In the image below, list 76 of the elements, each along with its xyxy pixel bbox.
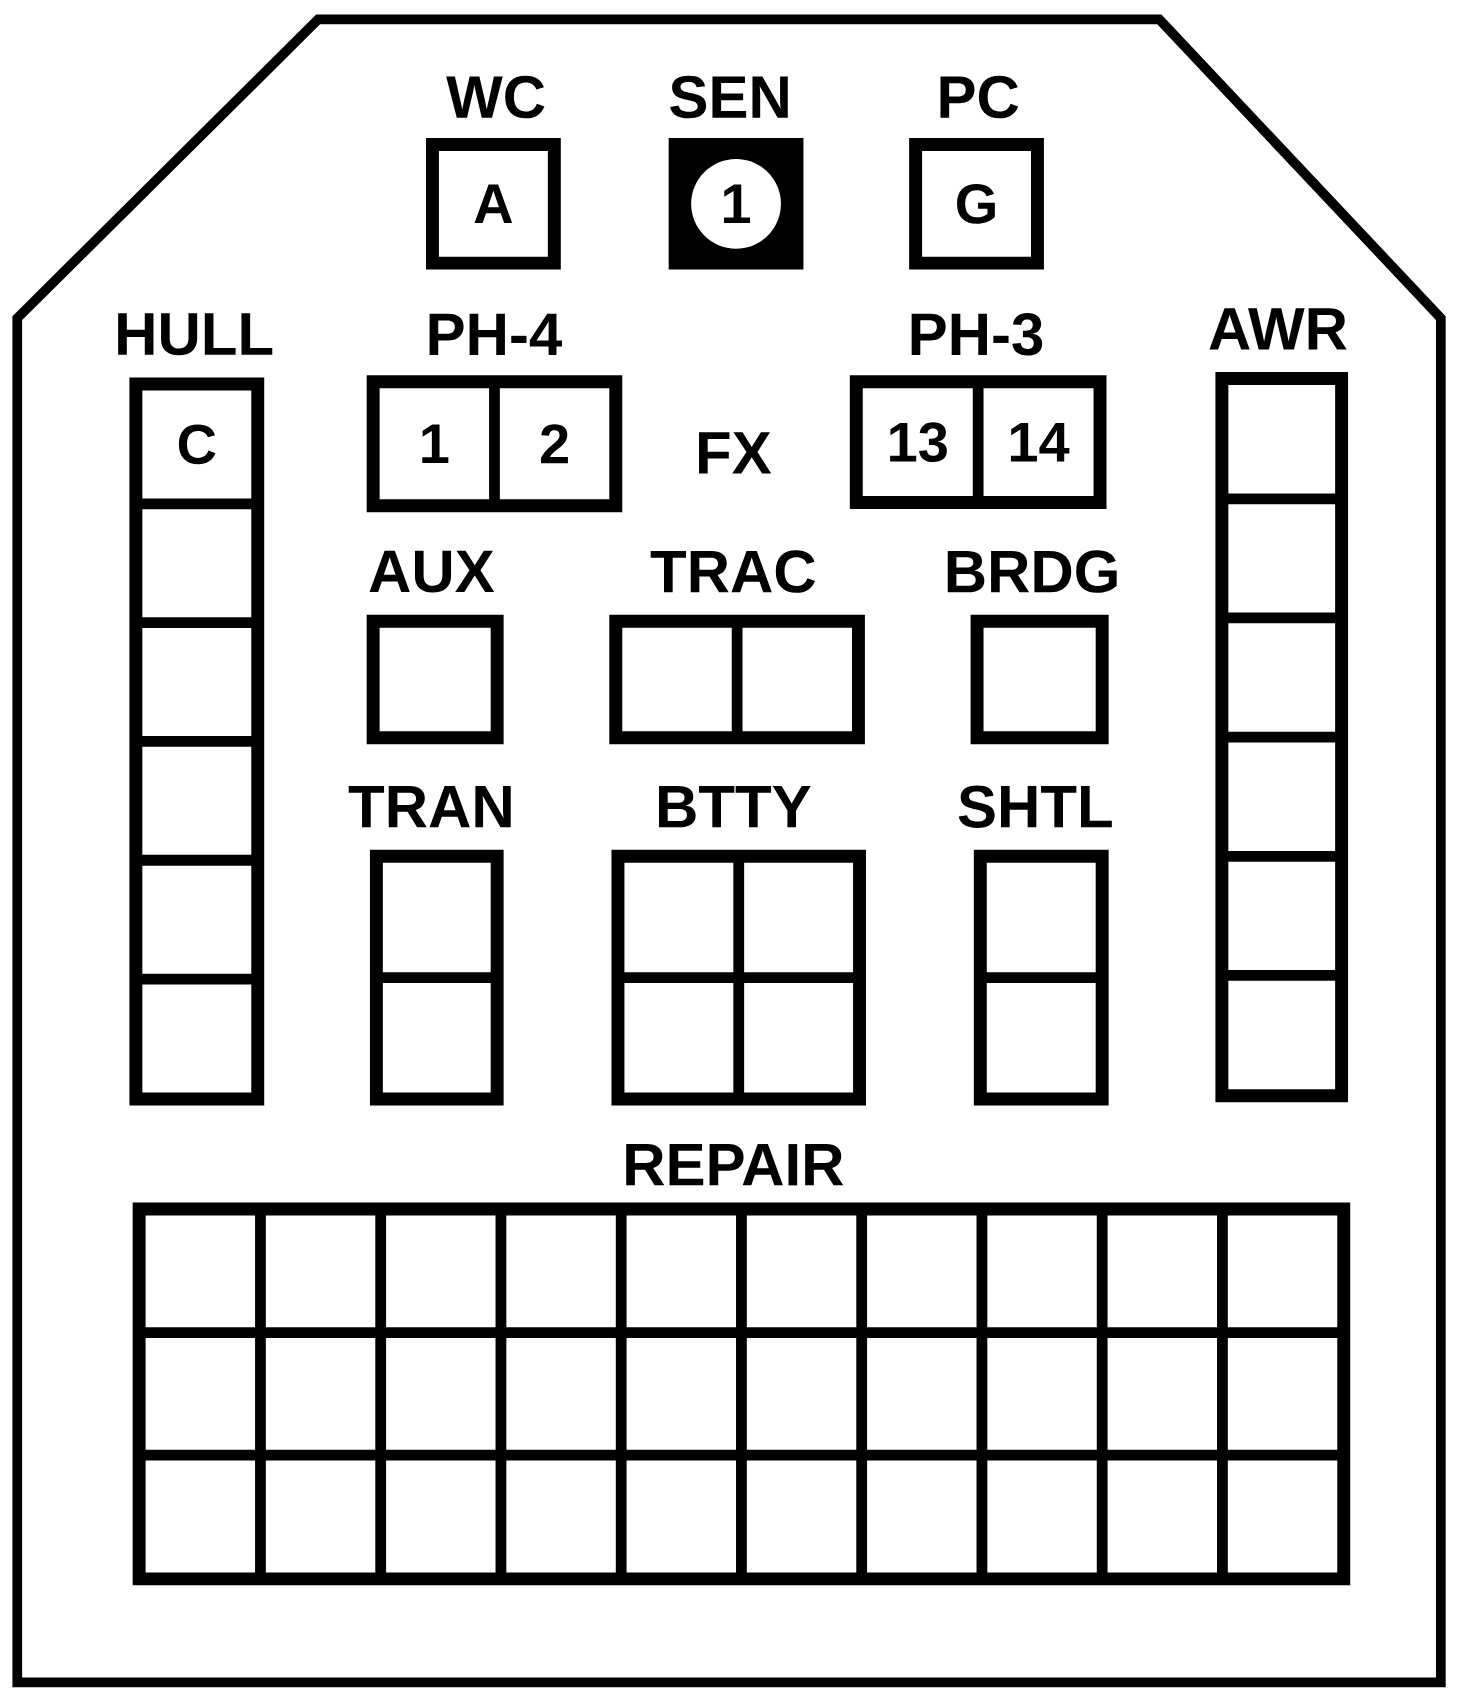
empty-cell — [142, 746, 252, 855]
empty-cell — [142, 984, 252, 1093]
empty-cell — [867, 1215, 977, 1328]
empty-cell — [624, 983, 734, 1093]
empty-cell — [1228, 742, 1336, 851]
empty-cell — [1228, 861, 1336, 971]
cell: C — [142, 390, 252, 499]
cell: 1 — [379, 388, 489, 500]
empty-cell — [624, 862, 734, 973]
empty-cell — [626, 1460, 736, 1573]
empty-cell — [145, 1215, 255, 1328]
empty-cell — [986, 862, 1096, 973]
empty-cell — [746, 1460, 857, 1573]
empty-cell — [1227, 1338, 1338, 1450]
empty-cell — [1107, 1338, 1217, 1450]
empty-cell — [744, 862, 853, 973]
panel-heading: PH-4 — [429, 313, 562, 355]
empty-cell — [382, 862, 491, 973]
empty-cell — [1228, 385, 1336, 494]
empty-cell — [867, 1338, 977, 1450]
empty-cell — [142, 865, 252, 974]
empty-cell — [145, 1460, 255, 1573]
empty-cell — [142, 628, 252, 737]
empty-cell — [987, 1460, 1097, 1573]
empty-cell — [1227, 1215, 1338, 1328]
empty-cell — [265, 1338, 376, 1450]
empty-cell — [1228, 623, 1336, 732]
empty-cell — [1228, 980, 1336, 1090]
empty-cell — [386, 1215, 496, 1328]
empty-cell — [506, 1460, 616, 1573]
panel-heading: TRAC — [650, 550, 815, 593]
label: FX — [698, 432, 772, 474]
empty-cell — [506, 1338, 616, 1450]
cell: 13 — [862, 388, 973, 497]
panel-heading: REPAIR — [626, 1144, 844, 1186]
empty-cell — [626, 1338, 736, 1450]
empty-cell — [1228, 504, 1336, 613]
panel-heading: PC — [940, 75, 1019, 119]
empty-cell — [987, 1215, 1097, 1328]
empty-cell — [742, 627, 852, 732]
empty-cell — [622, 627, 732, 732]
empty-cell — [746, 1215, 857, 1328]
panel-heading: SEN — [670, 75, 788, 119]
empty-cell — [746, 1338, 857, 1450]
empty-cell — [145, 1338, 255, 1450]
empty-cell — [626, 1215, 736, 1328]
empty-cell — [986, 983, 1096, 1093]
empty-cell — [1227, 1460, 1338, 1573]
empty-cell — [744, 983, 853, 1093]
empty-cell — [983, 627, 1096, 732]
panel-heading: BTTY — [658, 786, 811, 828]
panel-heading: PH-3 — [911, 313, 1043, 356]
panel-heading: TRAN — [348, 786, 511, 828]
empty-cell — [379, 627, 491, 732]
cell: 14 — [983, 388, 1094, 497]
panel-heading: BRDG — [947, 550, 1117, 593]
panel-heading: HULL — [118, 313, 273, 356]
cell: G — [922, 151, 1031, 257]
empty-cell — [265, 1460, 376, 1573]
empty-cell — [867, 1460, 977, 1573]
empty-cell — [987, 1338, 1097, 1450]
empty-cell — [1107, 1460, 1217, 1573]
empty-cell — [265, 1215, 376, 1328]
empty-cell — [386, 1460, 496, 1573]
cell: 1 — [681, 151, 791, 257]
empty-cell — [386, 1338, 496, 1450]
empty-cell — [506, 1215, 616, 1328]
cell: A — [438, 151, 548, 257]
panel-heading: AWR — [1209, 308, 1347, 350]
empty-cell — [1107, 1215, 1217, 1328]
panel-heading: WC — [446, 75, 545, 119]
empty-cell — [142, 509, 252, 618]
panel-heading: AUX — [369, 550, 495, 593]
cell: 2 — [499, 388, 610, 500]
empty-cell — [382, 983, 491, 1093]
panel-heading: SHTL — [958, 785, 1112, 828]
